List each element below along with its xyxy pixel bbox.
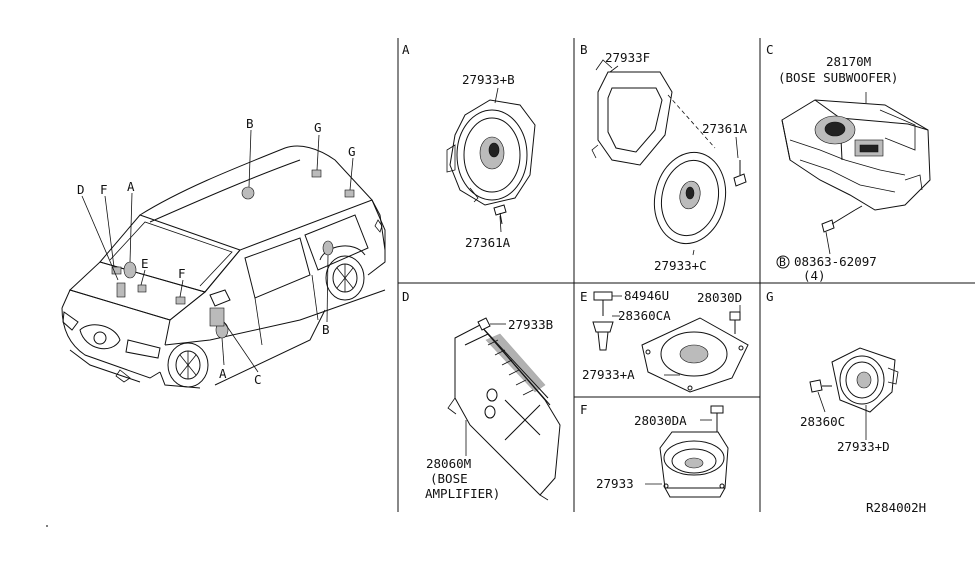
part-28360ca: 28360CA <box>618 308 671 323</box>
section-f: F 28030DA 27933 <box>580 402 729 498</box>
callout-b-rear: B <box>322 322 330 337</box>
dash-speaker-e-icon <box>137 284 147 293</box>
part-27933-d: 27933+D <box>837 439 890 454</box>
section-g: G 28360C 27933+D <box>766 289 899 454</box>
amplifier-d-icon <box>116 282 126 298</box>
part-27933-b: 27933+B <box>462 72 515 87</box>
part-bose-subwoofer: (BOSE SUBWOOFER) <box>778 70 898 85</box>
dash-speaker-f-icon <box>111 266 122 275</box>
rear-speaker-g-icon <box>311 169 322 178</box>
panel-grid <box>397 38 975 512</box>
vehicle-illustration: B G G D F A E F A C B <box>61 116 386 389</box>
callout-a-2: A <box>219 366 227 381</box>
callout-a-1: A <box>127 179 135 194</box>
rear-door-speaker-b-icon <box>322 240 334 256</box>
section-a-letter: A <box>402 42 410 57</box>
part-qty-4: (4) <box>803 268 826 283</box>
callout-c: C <box>254 372 262 387</box>
section-a: A 27933+B 27361A <box>402 42 536 250</box>
callout-f-2: F <box>178 266 186 281</box>
section-e: E 84946U 28030D 28360CA 27933+A <box>580 288 749 393</box>
section-c-letter: C <box>766 42 774 57</box>
part-28030d: 28030D <box>697 290 742 305</box>
dash-speaker-a-icon <box>123 261 137 279</box>
rear-speaker-g2-icon <box>344 189 355 198</box>
bolt-symbol-circle <box>776 255 790 269</box>
part-28060m: 28060M <box>426 456 471 471</box>
section-d-letter: D <box>402 289 410 304</box>
part-bose-label: (BOSE <box>430 471 468 486</box>
section-c: C 28170M (BOSE SUBWOOFER) B 08363-62097 … <box>766 42 931 283</box>
part-08363-62097: 08363-62097 <box>794 254 877 269</box>
part-28360c: 28360C <box>800 414 845 429</box>
part-27933: 27933 <box>596 476 634 491</box>
part-27933-a: 27933+A <box>582 367 635 382</box>
callout-d: D <box>77 182 85 197</box>
subwoofer-c-icon <box>209 307 225 327</box>
section-d: D 27933B 28060M (BOSE AMPLIFIER) <box>402 289 561 501</box>
part-28030da: 28030DA <box>634 413 687 428</box>
section-b-letter: B <box>580 42 588 57</box>
section-b: B 27933F 27361A 27933+C <box>580 42 748 273</box>
callout-b-roof: B <box>246 116 254 131</box>
part-27933f: 27933F <box>605 50 650 65</box>
part-27361a-b: 27361A <box>702 121 748 136</box>
section-f-letter: F <box>580 402 588 417</box>
part-27933-c: 27933+C <box>654 258 707 273</box>
callout-g-1: G <box>314 120 322 135</box>
part-amplifier-label: AMPLIFIER) <box>425 486 500 501</box>
diagram-ref-code: R284002H <box>866 500 926 515</box>
dash-speaker-f2-icon <box>175 296 186 305</box>
callout-g-2: G <box>348 144 356 159</box>
roof-speaker-b-icon <box>241 186 255 200</box>
callout-e: E <box>141 256 149 271</box>
bolt-symbol-letter: B <box>779 255 786 269</box>
section-e-letter: E <box>580 289 588 304</box>
callout-f-1: F <box>100 182 108 197</box>
stray-dot <box>46 525 48 527</box>
part-27361a-a: 27361A <box>465 235 511 250</box>
part-28170m: 28170M <box>826 54 871 69</box>
part-27933b: 27933B <box>508 317 553 332</box>
part-84946u: 84946U <box>624 288 669 303</box>
section-g-letter: G <box>766 289 774 304</box>
